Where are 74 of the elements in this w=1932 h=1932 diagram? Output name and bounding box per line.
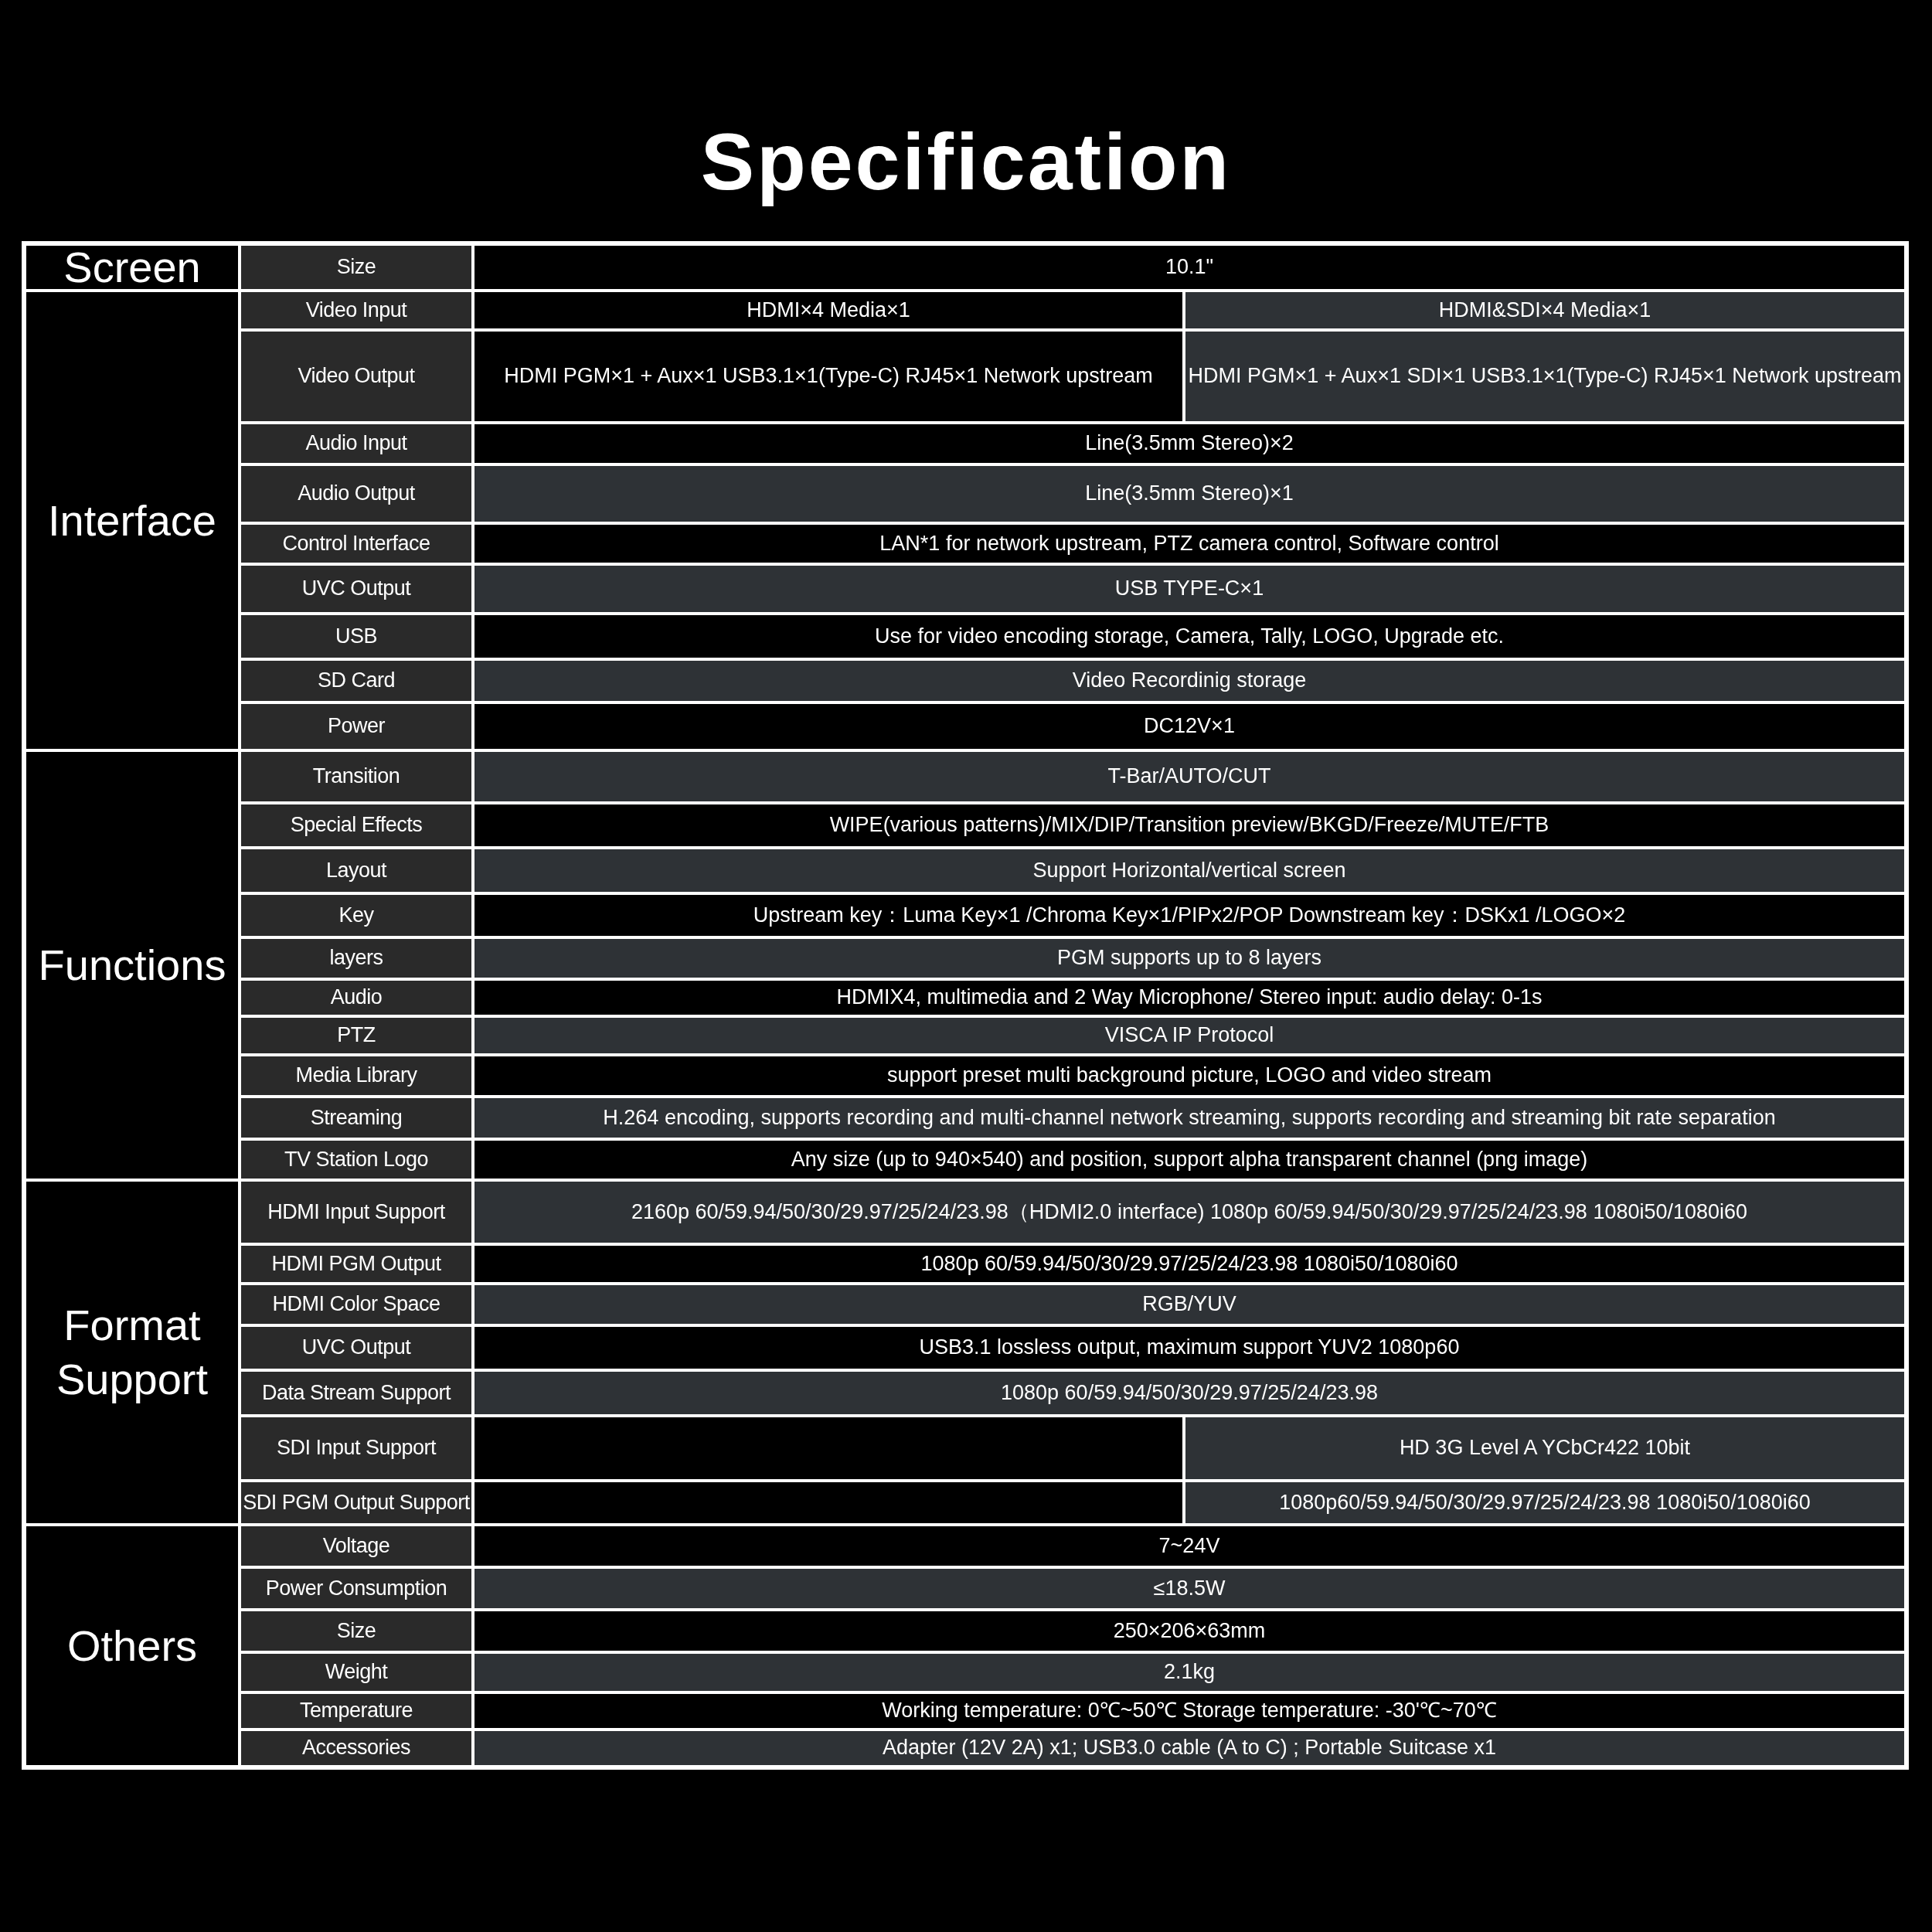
spec-value: Support Horizontal/vertical screen bbox=[474, 849, 1904, 892]
page-title: Specification bbox=[699, 116, 1233, 208]
spec-value: USB3.1 lossless output, maximum support YUV2 1080p60 bbox=[474, 1327, 1904, 1369]
category-heading: Interface bbox=[26, 292, 238, 749]
category-heading: Format Support bbox=[26, 1182, 238, 1523]
spec-value: WIPE(various patterns)/MIX/DIP/Transition preview/BKGD/Freeze/MUTE/FTB bbox=[474, 804, 1904, 846]
spec-name: Accessories bbox=[241, 1731, 471, 1765]
spec-value: Video Recordinig storage bbox=[474, 661, 1904, 701]
spec-name: Key bbox=[241, 895, 471, 936]
spec-value: HDMI PGM×1 + Aux×1 SDI×1 USB3.1×1(Type-C) RJ45×1 Network upstream bbox=[1185, 332, 1904, 421]
spec-name: Audio Output bbox=[241, 466, 471, 522]
spec-name: Layout bbox=[241, 849, 471, 892]
spec-value: Any size (up to 940×540) and position, support alpha transparent channel (png image) bbox=[474, 1141, 1904, 1179]
spec-name: Control Interface bbox=[241, 525, 471, 563]
spec-name: UVC Output bbox=[241, 566, 471, 612]
spec-name: Data Stream Support bbox=[241, 1372, 471, 1414]
spec-value: HD 3G Level A YCbCr422 10bit bbox=[1185, 1417, 1904, 1479]
spec-name: HDMI Color Space bbox=[241, 1285, 471, 1324]
spec-name: Transition bbox=[241, 752, 471, 801]
spec-value: 1080p 60/59.94/50/30/29.97/25/24/23.98 1080i50/1080i60 bbox=[474, 1246, 1904, 1282]
spec-value: HDMI PGM×1 + Aux×1 USB3.1×1(Type-C) RJ45×1 Network upstream bbox=[474, 332, 1182, 421]
spec-name: UVC Output bbox=[241, 1327, 471, 1369]
spec-value: PGM supports up to 8 layers bbox=[474, 939, 1904, 978]
category-heading: Screen bbox=[26, 246, 238, 289]
spec-name: Size bbox=[241, 246, 471, 289]
spec-value: 1080p60/59.94/50/30/29.97/25/24/23.98 1080i50/1080i60 bbox=[1185, 1482, 1904, 1523]
spec-value: 2.1kg bbox=[474, 1654, 1904, 1691]
spec-name: Temperature bbox=[241, 1694, 471, 1728]
spec-value: Line(3.5mm Stereo)×1 bbox=[474, 466, 1904, 522]
spec-value: HDMI×4 Media×1 bbox=[474, 292, 1182, 328]
category-heading: Functions bbox=[26, 752, 238, 1179]
spec-value: VISCA IP Protocol bbox=[474, 1018, 1904, 1053]
spec-value: T-Bar/AUTO/CUT bbox=[474, 752, 1904, 801]
spec-value: 2160p 60/59.94/50/30/29.97/25/24/23.98（HDMI2.0 interface) 1080p 60/59.94/50/30/29.97/25/24/23.98 1080i50/1080i60 bbox=[474, 1182, 1904, 1243]
spec-name: Special Effects bbox=[241, 804, 471, 846]
spec-name: HDMI Input Support bbox=[241, 1182, 471, 1243]
spec-value: H.264 encoding, supports recording and multi-channel network streaming, supports recording and streaming bit rate separation bbox=[474, 1098, 1904, 1138]
spec-name: SDI Input Support bbox=[241, 1417, 471, 1479]
spec-name: TV Station Logo bbox=[241, 1141, 471, 1179]
spec-value: DC12V×1 bbox=[474, 704, 1904, 749]
spec-value: ≤18.5W bbox=[474, 1569, 1904, 1608]
spec-value: HDMI&SDI×4 Media×1 bbox=[1185, 292, 1904, 328]
spec-name: SDI PGM Output Support bbox=[241, 1482, 471, 1523]
spec-value: Upstream key：Luma Key×1 /Chroma Key×1/PIPx2/POP Downstream key：DSKx1 /LOGO×2 bbox=[474, 895, 1904, 936]
spec-name: PTZ bbox=[241, 1018, 471, 1053]
spec-name: Power Consumption bbox=[241, 1569, 471, 1608]
spec-name: SD Card bbox=[241, 661, 471, 701]
spec-value: 1080p 60/59.94/50/30/29.97/25/24/23.98 bbox=[474, 1372, 1904, 1414]
spec-value: 7~24V bbox=[474, 1526, 1904, 1566]
spec-name: HDMI PGM Output bbox=[241, 1246, 471, 1282]
spec-name: Weight bbox=[241, 1654, 471, 1691]
spec-name: layers bbox=[241, 939, 471, 978]
spec-value: RGB/YUV bbox=[474, 1285, 1904, 1324]
spec-value: Use for video encoding storage, Camera, Tally, LOGO, Upgrade etc. bbox=[474, 615, 1904, 658]
spec-value: support preset multi background picture, LOGO and video stream bbox=[474, 1056, 1904, 1095]
spec-name: Audio bbox=[241, 981, 471, 1015]
spec-value: Line(3.5mm Stereo)×2 bbox=[474, 424, 1904, 463]
spec-value: Working temperature: 0℃~50℃ Storage temperature: -30'℃~70℃ bbox=[474, 1694, 1904, 1728]
spec-name: Streaming bbox=[241, 1098, 471, 1138]
spec-name: USB bbox=[241, 615, 471, 658]
spec-value: 10.1" bbox=[474, 246, 1904, 289]
category-heading: Others bbox=[26, 1526, 238, 1765]
spec-value: LAN*1 for network upstream, PTZ camera control, Software control bbox=[474, 525, 1904, 563]
spec-name: Size bbox=[241, 1611, 471, 1651]
spec-value: USB TYPE-C×1 bbox=[474, 566, 1904, 612]
spec-name: Video Output bbox=[241, 332, 471, 421]
spec-name: Voltage bbox=[241, 1526, 471, 1566]
spec-name: Power bbox=[241, 704, 471, 749]
spec-value: Adapter (12V 2A) x1; USB3.0 cable (A to C) ; Portable Suitcase x1 bbox=[474, 1731, 1904, 1765]
spec-value: 250×206×63mm bbox=[474, 1611, 1904, 1651]
spec-value: HDMIX4, multimedia and 2 Way Microphone/ Stereo input: audio delay: 0-1s bbox=[474, 981, 1904, 1015]
spec-name: Media Library bbox=[241, 1056, 471, 1095]
spec-name: Video Input bbox=[241, 292, 471, 328]
spec-name: Audio Input bbox=[241, 424, 471, 463]
